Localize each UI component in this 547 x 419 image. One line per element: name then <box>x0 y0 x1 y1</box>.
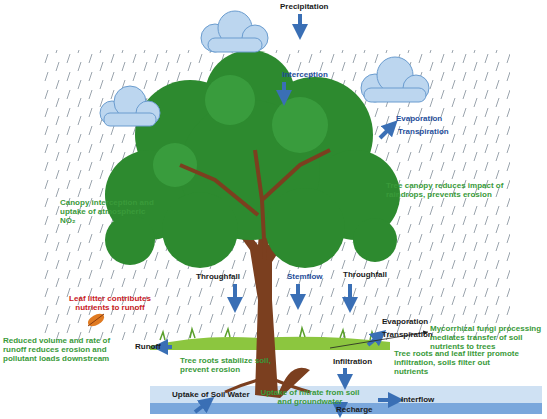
flow-label: Interflow <box>401 395 451 404</box>
note-text: Tree canopy reduces impact of raindrops,… <box>386 181 504 199</box>
flow-label: Throughfall <box>196 272 252 281</box>
leaf-icon <box>86 311 107 329</box>
note-text: Mycorrhizal fungi processing mediates tr… <box>430 324 546 352</box>
rain-streaks <box>40 50 510 340</box>
flow-label: Throughfall <box>343 270 399 279</box>
flow-label: Infiltration <box>333 357 389 366</box>
cloud <box>201 11 268 52</box>
note-text: Leaf litter contributes nutrients to run… <box>56 294 164 312</box>
tree-branches <box>180 150 330 260</box>
groundwater-band <box>150 403 542 414</box>
flow-label: Runoff <box>135 342 171 351</box>
canopy-highlight <box>153 75 328 187</box>
flow-label: Precipitation <box>280 2 346 11</box>
tree-canopy <box>105 50 400 268</box>
flow-label: Recharge <box>336 405 386 414</box>
cloud <box>361 57 429 102</box>
note-text: Canopy interception and uptake of atmosp… <box>60 198 156 226</box>
note-text: Tree roots and leaf litter promote infil… <box>394 349 522 377</box>
flow-arrows <box>160 14 396 412</box>
note-text: Uptake of nitrate from soil and groundwa… <box>258 388 362 406</box>
flow-label: Stemflow <box>287 272 333 281</box>
note-text: Tree roots stabilize soil, prevent erosi… <box>180 356 280 374</box>
flow-label: Interception <box>282 70 344 79</box>
flow-label: Evaporation <box>396 114 458 123</box>
flow-label: Uptake of Soil Water <box>172 390 276 399</box>
cloud <box>100 86 160 126</box>
flow-label: Transpiration <box>398 127 464 136</box>
note-text: Reduced volume and rate of runoff reduce… <box>3 336 135 364</box>
